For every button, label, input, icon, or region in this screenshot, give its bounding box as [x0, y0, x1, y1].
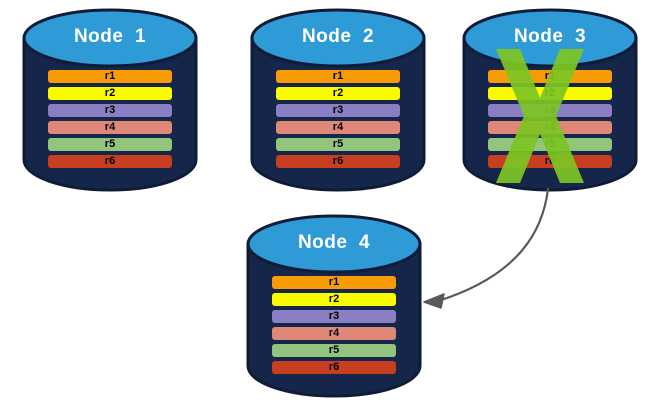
row-item[interactable]: r5 — [48, 138, 172, 151]
row-item[interactable]: r1 — [48, 70, 172, 83]
row-item[interactable]: r2 — [48, 87, 172, 100]
row-item[interactable]: r2 — [488, 87, 612, 100]
row-item[interactable]: r2 — [272, 293, 396, 306]
row-item[interactable]: r5 — [272, 344, 396, 357]
row-item[interactable]: r3 — [48, 104, 172, 117]
row-item[interactable]: r4 — [272, 327, 396, 340]
row-item[interactable]: r4 — [48, 121, 172, 134]
row-item[interactable]: r6 — [488, 155, 612, 168]
row-item[interactable]: r4 — [276, 121, 400, 134]
row-item[interactable]: r6 — [48, 155, 172, 168]
row-item[interactable]: r6 — [272, 361, 396, 374]
node-cylinder-3[interactable]: Node 3 r1 r2 r3 r4 r5 r6 — [462, 6, 638, 192]
node-cylinder-4[interactable]: Node 4 r1 r2 r3 r4 r5 r6 — [246, 212, 422, 398]
node-cylinder-2[interactable]: Node 2 r1 r2 r3 r4 r5 r6 — [250, 6, 426, 192]
row-item[interactable]: r1 — [276, 70, 400, 83]
row-item[interactable]: r5 — [488, 138, 612, 151]
row-list: r1 r2 r3 r4 r5 r6 — [276, 70, 400, 168]
row-item[interactable]: r3 — [276, 104, 400, 117]
row-list: r1 r2 r3 r4 r5 r6 — [488, 70, 612, 168]
row-item[interactable]: r6 — [276, 155, 400, 168]
row-item[interactable]: r2 — [276, 87, 400, 100]
row-item[interactable]: r1 — [272, 276, 396, 289]
row-item[interactable]: r5 — [276, 138, 400, 151]
row-item[interactable]: r3 — [272, 310, 396, 323]
row-item[interactable]: r3 — [488, 104, 612, 117]
row-item[interactable]: r4 — [488, 121, 612, 134]
row-list: r1 r2 r3 r4 r5 r6 — [48, 70, 172, 168]
row-list: r1 r2 r3 r4 r5 r6 — [272, 276, 396, 374]
row-item[interactable]: r1 — [488, 70, 612, 83]
node-cylinder-1[interactable]: Node 1 r1 r2 r3 r4 r5 r6 — [22, 6, 198, 192]
